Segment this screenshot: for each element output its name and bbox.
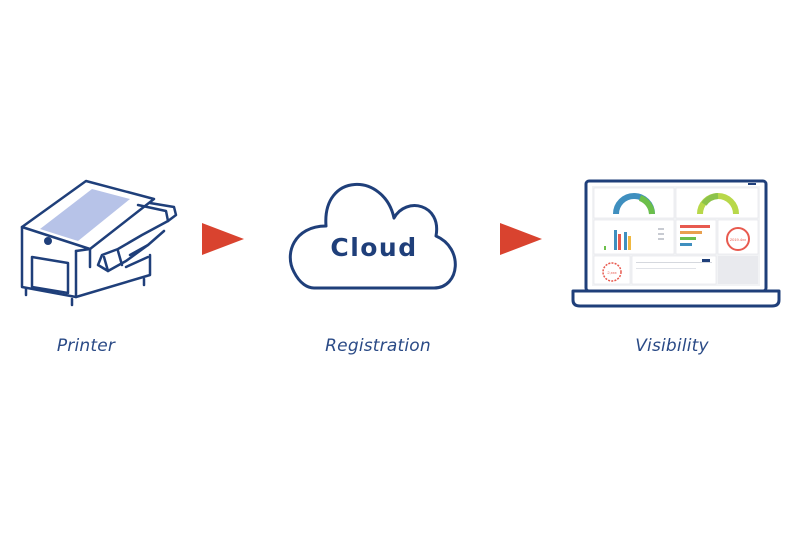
visibility-caption: Visibility	[635, 336, 709, 356]
right-arrow-icon	[500, 223, 542, 255]
dashboard-screen: 2019.4xx 2,xxx	[592, 186, 760, 286]
arrow-cloud-to-laptop	[500, 223, 542, 260]
ring2-value: 2,xxx	[607, 270, 616, 275]
ring1-value: 2019.4xx	[730, 237, 746, 242]
cloud-node	[284, 178, 464, 294]
right-arrow-icon	[202, 223, 244, 255]
cloud-label: Cloud	[330, 233, 418, 262]
registration-caption: Registration	[325, 336, 431, 356]
printer-node	[18, 175, 178, 307]
arrow-printer-to-cloud	[202, 223, 244, 260]
cloud-icon	[288, 182, 457, 290]
printer-screen	[40, 189, 130, 241]
laptop-icon: 2019.4xx 2,xxx	[571, 179, 781, 308]
laptop-node: 2019.4xx 2,xxx	[570, 178, 782, 310]
printer-caption: Printer	[56, 336, 116, 356]
power-button-icon	[44, 237, 52, 245]
printer-icon	[20, 179, 178, 307]
